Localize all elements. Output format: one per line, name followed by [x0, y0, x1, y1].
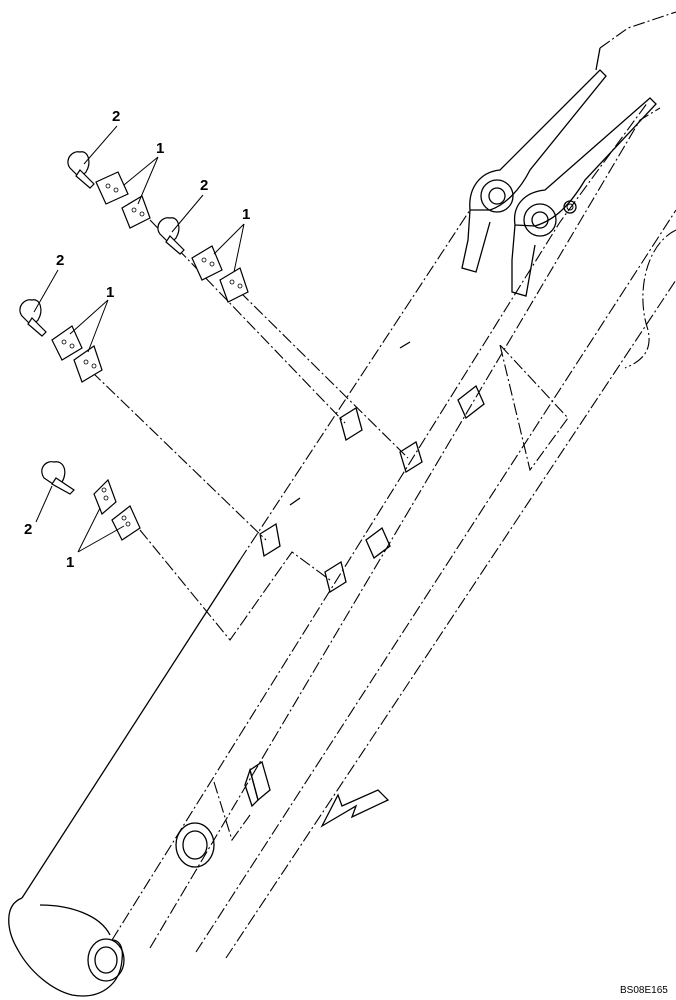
leader-c-plate: [69, 299, 109, 353]
bolt-d: [41, 461, 75, 495]
plate-b1: [191, 245, 223, 281]
figure-code: BS08E165: [620, 985, 668, 996]
leader-a-plate: [123, 156, 159, 205]
callout-plate-d: 1: [66, 554, 74, 571]
leader-d-bolt: [35, 485, 53, 523]
callout-bolt-a: 2: [112, 108, 120, 125]
plate-d1: [93, 478, 117, 516]
leader-b-bolt: [171, 194, 204, 233]
leader-lines: [91, 219, 409, 641]
callout-plate-c: 1: [106, 284, 114, 301]
callout-bolt-b: 2: [200, 177, 208, 194]
plate-d2: [111, 505, 141, 541]
callout-bolt-d: 2: [24, 521, 32, 538]
arm-body: [8, 11, 676, 997]
leader-d-plate: [77, 507, 125, 553]
callout-plate-b: 1: [242, 206, 250, 223]
plate-a1: [95, 171, 129, 205]
bolt-c: [19, 299, 47, 337]
plate-a2: [121, 195, 151, 229]
plate-c2: [73, 345, 103, 383]
plate-c1: [51, 325, 83, 361]
leader-a-bolt: [83, 125, 118, 165]
bolt-a: [67, 151, 95, 189]
plate-b2: [219, 267, 249, 303]
direction-arrow-icon: [320, 789, 390, 828]
callout-plate-a: 1: [156, 140, 164, 157]
callout-bolt-c: 2: [56, 252, 64, 269]
leader-b-plate: [213, 223, 245, 273]
bolt-b: [157, 217, 185, 255]
leader-c-bolt: [33, 269, 59, 313]
